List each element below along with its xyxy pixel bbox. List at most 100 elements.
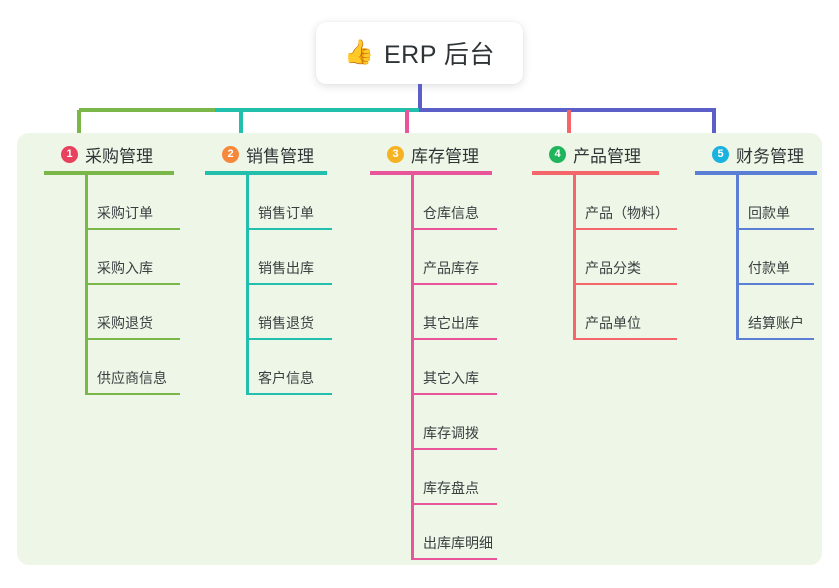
leaf-node[interactable]: 销售退货	[200, 285, 350, 340]
branch-items-5: 回款单付款单结算账户	[690, 175, 815, 340]
leaf-label: 库存调拨	[423, 424, 479, 441]
branch-badge-5: 5	[712, 145, 729, 163]
branch-spine-4	[573, 175, 576, 340]
leaf-rule	[411, 338, 497, 340]
leaf-rule	[411, 283, 497, 285]
branch-header-4[interactable]: 4 产品管理	[527, 133, 682, 175]
leaf-label: 回款单	[748, 204, 790, 221]
leaf-node[interactable]: 仓库信息	[365, 175, 520, 230]
leaf-node[interactable]: 销售出库	[200, 230, 350, 285]
drop-connector-3	[405, 110, 409, 142]
leaf-label: 产品单位	[585, 314, 641, 331]
leaf-rule	[85, 393, 180, 395]
branch-badge-4: 4	[549, 145, 566, 163]
leaf-rule	[85, 338, 180, 340]
leaf-node[interactable]: 采购退货	[39, 285, 189, 340]
leaf-node[interactable]: 产品分类	[527, 230, 682, 285]
leaf-label: 产品分类	[585, 259, 641, 276]
branch-spine-2	[246, 175, 249, 395]
branch-title-3: 库存管理	[411, 146, 479, 166]
leaf-rule	[246, 393, 332, 395]
leaf-node[interactable]: 供应商信息	[39, 340, 189, 395]
thumbs-up-emoji: 👍	[344, 39, 374, 66]
leaf-rule	[736, 228, 814, 230]
leaf-label: 产品库存	[423, 259, 479, 276]
leaf-rule	[411, 558, 497, 560]
leaf-node[interactable]: 产品单位	[527, 285, 682, 340]
leaf-label: 结算账户	[748, 314, 804, 331]
branch-spine-1	[85, 175, 88, 395]
leaf-rule	[573, 338, 677, 340]
leaf-label: 采购退货	[97, 314, 153, 331]
drop-connector-5	[712, 110, 716, 142]
leaf-label: 采购订单	[97, 204, 153, 221]
leaf-rule	[246, 228, 332, 230]
branch-items-1: 采购订单采购入库采购退货供应商信息	[39, 175, 189, 395]
leaf-node[interactable]: 库存盘点	[365, 450, 520, 505]
drop-connector-4	[567, 110, 571, 142]
branch-items-4: 产品（物料） 产品分类产品单位	[527, 175, 682, 340]
root-title: ERP 后台	[383, 41, 495, 69]
leaf-label: 仓库信息	[423, 204, 479, 221]
branch-header-rule-4	[532, 171, 659, 175]
leaf-label: 库存盘点	[423, 479, 479, 496]
bus-segment-2	[215, 108, 419, 112]
drop-connector-2	[239, 110, 243, 142]
leaf-node[interactable]: 库存调拨	[365, 395, 520, 450]
leaf-rule	[411, 228, 497, 230]
leaf-node[interactable]: 其它入库	[365, 340, 520, 395]
leaf-rule	[573, 228, 677, 230]
leaf-node[interactable]: 产品库存	[365, 230, 520, 285]
leaf-label: 其它出库	[423, 314, 479, 331]
leaf-node[interactable]: 其它出库	[365, 285, 520, 340]
leaf-node[interactable]: 客户信息	[200, 340, 350, 395]
branch-header-rule-1	[44, 171, 174, 175]
branch-header-rule-5	[695, 171, 817, 175]
leaf-node[interactable]: 产品（物料）	[527, 175, 682, 230]
branch-column-4: 4 产品管理产品（物料） 产品分类产品单位	[527, 133, 682, 340]
leaf-label: 销售出库	[258, 259, 314, 276]
leaf-node[interactable]: 采购订单	[39, 175, 189, 230]
leaf-node[interactable]: 结算账户	[690, 285, 815, 340]
trunk-connector	[418, 84, 422, 110]
leaf-rule	[573, 283, 677, 285]
branch-items-3: 仓库信息产品库存其它出库其它入库库存调拨库存盘点出库库明细	[365, 175, 520, 560]
branch-column-5: 5 财务管理回款单付款单结算账户	[690, 133, 817, 340]
leaf-label: 销售订单	[258, 204, 314, 221]
leaf-node[interactable]: 付款单	[690, 230, 815, 285]
leaf-node[interactable]: 采购入库	[39, 230, 189, 285]
branch-title-4: 产品管理	[573, 146, 641, 166]
leaf-label: 其它入库	[423, 369, 479, 386]
leaf-rule	[736, 338, 814, 340]
bus-segment-1	[79, 108, 215, 112]
leaf-rule	[246, 338, 332, 340]
leaf-label: 客户信息	[258, 369, 314, 386]
leaf-label: 出库库明细	[423, 534, 493, 551]
branch-header-rule-2	[205, 171, 327, 175]
drop-connector-1	[77, 110, 81, 142]
leaf-rule	[85, 228, 180, 230]
leaf-rule	[736, 283, 814, 285]
leaf-node[interactable]: 出库库明细	[365, 505, 520, 560]
branch-items-2: 销售订单销售出库销售退货客户信息	[200, 175, 350, 395]
branch-header-rule-3	[370, 171, 492, 175]
leaf-label: 采购入库	[97, 259, 153, 276]
leaf-label: 销售退货	[258, 314, 314, 331]
leaf-node[interactable]: 回款单	[690, 175, 815, 230]
leaf-rule	[411, 503, 497, 505]
leaf-rule	[411, 448, 497, 450]
leaf-node[interactable]: 销售订单	[200, 175, 350, 230]
leaf-label: 产品（物料）	[585, 204, 669, 221]
branch-header-5[interactable]: 5 财务管理	[690, 133, 817, 175]
branch-title-5: 财务管理	[736, 146, 804, 166]
branch-title-2: 销售管理	[246, 146, 314, 166]
root-node[interactable]: 👍 ERP 后台	[316, 22, 523, 84]
leaf-label: 付款单	[748, 259, 790, 276]
leaf-label: 供应商信息	[97, 369, 167, 386]
